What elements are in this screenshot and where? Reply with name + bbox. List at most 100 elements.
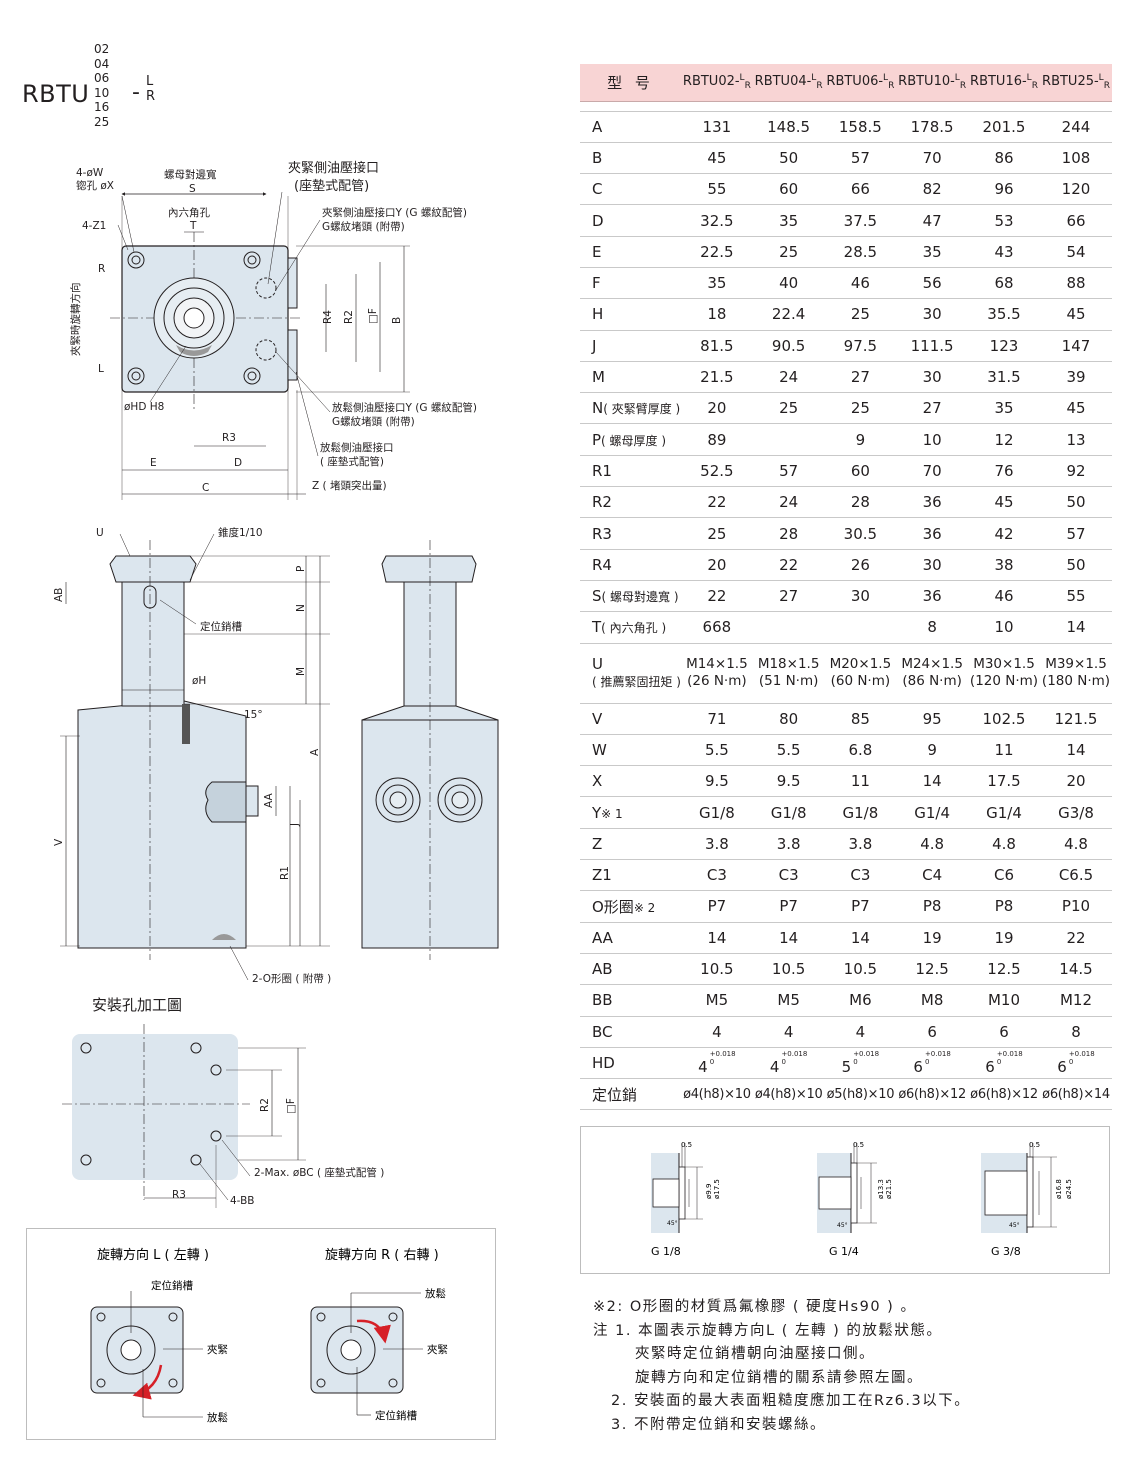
- header-label: 型 号: [580, 64, 681, 102]
- table-cell: 25: [752, 236, 825, 268]
- label-u: U: [96, 527, 104, 539]
- note-2: 2. 安裝面的最大表面粗糙度應加工在Rz6.3以下。: [611, 1393, 971, 1409]
- spec-table: 型 号 RBTU02-LR RBTU04-LR RBTU06-LR RBTU10…: [580, 64, 1112, 1111]
- note-1-line2: 夾緊時定位銷槽朝向油壓接口側。: [635, 1346, 875, 1362]
- table-cell: 42: [968, 517, 1040, 550]
- table-cell: 54: [1039, 236, 1112, 268]
- table-cell: 8: [1039, 1016, 1112, 1048]
- rotation-direction-panel: 旋轉方向 L ( 左轉 ) 旋轉方向 R ( 右轉 ) 定位銷槽 夾緊 放鬆: [26, 1228, 496, 1440]
- table-cell: 31.5: [968, 361, 1040, 394]
- label-v: V: [53, 838, 65, 846]
- size-02: 02: [94, 42, 110, 56]
- port-thickness: 0.5: [853, 1141, 864, 1149]
- table-cell: 39: [1039, 361, 1112, 394]
- table-cell: 148.5: [752, 111, 825, 143]
- port-d2: ø21.5: [885, 1179, 893, 1199]
- table-cell: ø6(h8)×14: [1039, 1078, 1112, 1111]
- clamp-dir: 夾緊時旋轉方向: [69, 283, 82, 357]
- mount-label-r2: R2: [259, 1098, 271, 1112]
- row-label-note: ( 內六角孔 ): [601, 621, 667, 636]
- label-c: C: [202, 482, 209, 494]
- hd-value: 4: [698, 1057, 708, 1076]
- rotation-left-view: [90, 1291, 203, 1418]
- size-10: 10: [94, 85, 110, 100]
- table-cell: 4.8: [896, 828, 968, 861]
- tapped-hole-icon: [190, 1042, 202, 1054]
- note-1-line3: 旋轉方向和定位銷槽的關系請參照左圖。: [635, 1369, 923, 1386]
- bolt-hole-icon: [96, 1378, 106, 1388]
- label-j: J: [289, 823, 301, 827]
- table-cell: 96: [968, 173, 1040, 206]
- table-cell: 6: [896, 1016, 968, 1048]
- table-cell: 10.5: [752, 953, 825, 986]
- table-cell: ø6(h8)×12: [896, 1078, 968, 1111]
- port-thickness: 0.5: [681, 1141, 692, 1149]
- label-taper: 錐度1/10: [218, 526, 263, 539]
- table-cell: ø6(h8)×12: [968, 1078, 1040, 1111]
- torque: (120 N·m): [969, 673, 1039, 690]
- torque: (86 N·m): [902, 673, 962, 690]
- row-label-text: O形圈: [592, 897, 634, 916]
- mount-label-bc: 2-Max. øBC ( 座墊式配管 ): [254, 1166, 384, 1179]
- table-cell: 90.5: [752, 330, 825, 362]
- model-dash: -: [132, 80, 140, 105]
- port-d1: ø9.9: [705, 1184, 713, 1199]
- label-ab: AB: [53, 588, 65, 602]
- side-view: [60, 533, 330, 981]
- table-cell: 53: [968, 204, 1040, 237]
- row-label: U( 推薦緊固扭矩 ): [580, 643, 681, 704]
- table-cell: 18: [681, 298, 753, 331]
- table-cell: 4: [752, 1016, 825, 1048]
- port-detail-panel: 0.5 ø9.9 ø17.5 45° G 1/8 0.5 ø13.3 ø21.5…: [580, 1126, 1110, 1274]
- row-label-note: ( 螺母厚度 ): [601, 433, 667, 448]
- table-cell: 12.5: [896, 953, 968, 986]
- table-cell: M5: [681, 984, 753, 1017]
- row-label: S( 螺母對邊寬 ): [580, 580, 681, 613]
- table-cell: M24×1.5(86 N·m): [896, 643, 968, 704]
- unclamp-arrow-icon: [132, 1364, 163, 1400]
- label-d: D: [234, 457, 242, 469]
- bolt-hole-icon: [388, 1312, 398, 1322]
- lr-r: R: [146, 89, 156, 104]
- thread-size: M24×1.5: [901, 656, 963, 673]
- table-cell: 35.5: [968, 298, 1040, 331]
- rotation-right-unclamp: 放鬆: [425, 1287, 446, 1300]
- table-cell: 12: [968, 423, 1040, 456]
- label-s-title: 螺母對邊寬: [164, 168, 217, 181]
- table-cell: 57: [752, 455, 825, 488]
- table-cell: 9.5: [681, 765, 753, 798]
- row-label: 定位銷: [580, 1078, 681, 1111]
- table-cell: 82: [896, 173, 968, 206]
- size-25: 25: [94, 114, 110, 129]
- rotation-left-unclamp: 放鬆: [207, 1411, 228, 1424]
- table-cell: 66: [1039, 204, 1112, 237]
- table-cell: P7: [752, 890, 825, 923]
- port-d2: ø17.5: [713, 1179, 721, 1199]
- hex-socket-icon: [183, 307, 205, 329]
- table-cell: 9.5: [752, 765, 825, 798]
- row-label: P( 螺母厚度 ): [580, 423, 681, 456]
- table-cell: 20: [681, 549, 753, 581]
- table-cell: 55: [681, 173, 753, 206]
- row-label-text: H: [592, 305, 604, 324]
- row-label-text: R4: [592, 555, 612, 574]
- label-h: øH: [192, 675, 206, 687]
- table-cell: 88: [1039, 267, 1112, 300]
- port-d2: ø24.5: [1065, 1179, 1073, 1199]
- thread-size: M18×1.5: [757, 656, 820, 673]
- row-label: X: [580, 765, 681, 798]
- table-cell: 158.5: [824, 111, 897, 143]
- table-cell: M5: [752, 984, 825, 1017]
- table-cell: 5.5: [681, 734, 753, 767]
- port-d1: ø13.3: [877, 1179, 885, 1199]
- table-cell: 14: [681, 922, 753, 954]
- table-cell: 60: [824, 455, 897, 488]
